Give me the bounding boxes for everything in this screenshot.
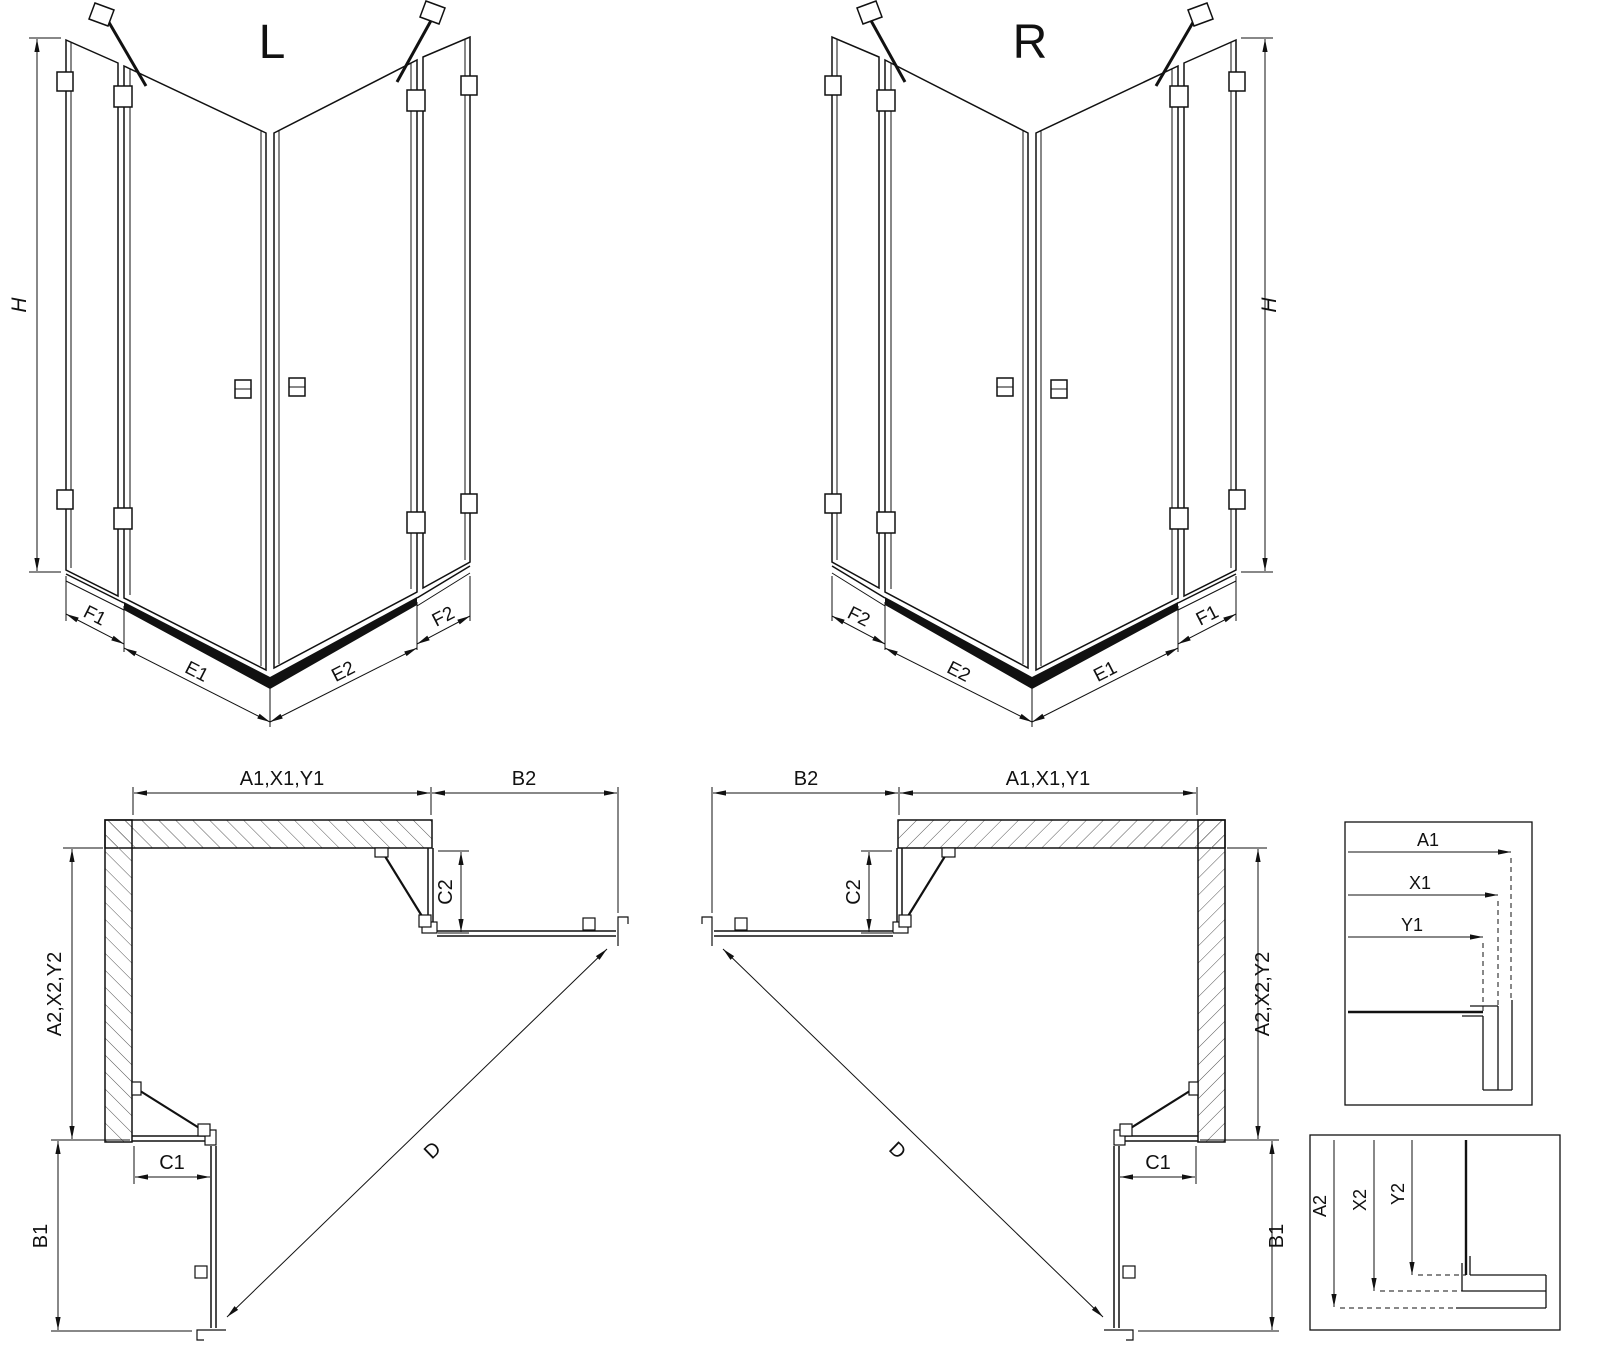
detail-label-y1: Y1 xyxy=(1401,915,1423,935)
plan-left-label-b2: B2 xyxy=(512,768,536,790)
dim-label-f1-left: F1 xyxy=(80,602,109,631)
plan-view-right xyxy=(702,787,1279,1340)
detail-label-x1: X1 xyxy=(1409,873,1431,893)
dim-label-h-right: H xyxy=(1258,297,1281,313)
detail-box-horizontal xyxy=(1344,821,1533,1106)
detail-box-vertical-frame xyxy=(1309,1134,1561,1331)
detail-label-y2: Y2 xyxy=(1388,1183,1408,1205)
plan-right-label-d: D xyxy=(884,1138,910,1164)
dim-label-e1-right: E1 xyxy=(1090,657,1120,686)
plan-right-label-a2x2y2: A2,X2,Y2 xyxy=(1252,952,1274,1037)
detail-reference-dashes xyxy=(1482,858,1512,1012)
dim-label-f2-left: F2 xyxy=(429,603,458,632)
dim-label-e2-right: E2 xyxy=(943,657,973,686)
dim-label-h-left: H xyxy=(8,297,31,313)
variant-label-left: L xyxy=(259,16,286,69)
detail-label-x2: X2 xyxy=(1350,1189,1370,1211)
plan-left-label-c2: C2 xyxy=(435,879,457,905)
detail-label-a2: A2 xyxy=(1310,1195,1330,1217)
plan-left-label-c1: C1 xyxy=(159,1152,185,1174)
plan-left-label-d: D xyxy=(420,1138,446,1164)
plan-right-label-c1: C1 xyxy=(1145,1152,1171,1174)
plan-right-label-b1: B1 xyxy=(1266,1224,1288,1248)
dim-label-f1-right: F1 xyxy=(1193,602,1222,631)
plan-left-label-a2x2y2: A2,X2,Y2 xyxy=(44,952,66,1037)
detail-reference-dashes-vertical xyxy=(1340,1274,1466,1309)
variant-label-right: R xyxy=(1013,16,1048,69)
dim-label-e2-left: E2 xyxy=(328,657,358,686)
dim-label-f2-right: F2 xyxy=(844,603,873,632)
detail-wall-profile-section xyxy=(1462,1000,1513,1091)
plan-right-label-a1x1y1: A1,X1,Y1 xyxy=(1006,768,1091,790)
plan-right-label-b2: B2 xyxy=(794,768,818,790)
plan-left-label-b1: B1 xyxy=(30,1224,52,1248)
plan-left-label-a1x1y1: A1,X1,Y1 xyxy=(240,768,325,790)
detail-box-vertical xyxy=(1309,1134,1561,1331)
plan-view-left xyxy=(51,787,628,1340)
detail-label-a1: A1 xyxy=(1417,830,1439,850)
plan-right-label-c2: C2 xyxy=(843,879,865,905)
dim-label-e1-left: E1 xyxy=(181,657,211,686)
detail-tray-profile-section xyxy=(1456,1256,1547,1309)
detail-box-horizontal-frame xyxy=(1344,821,1533,1106)
